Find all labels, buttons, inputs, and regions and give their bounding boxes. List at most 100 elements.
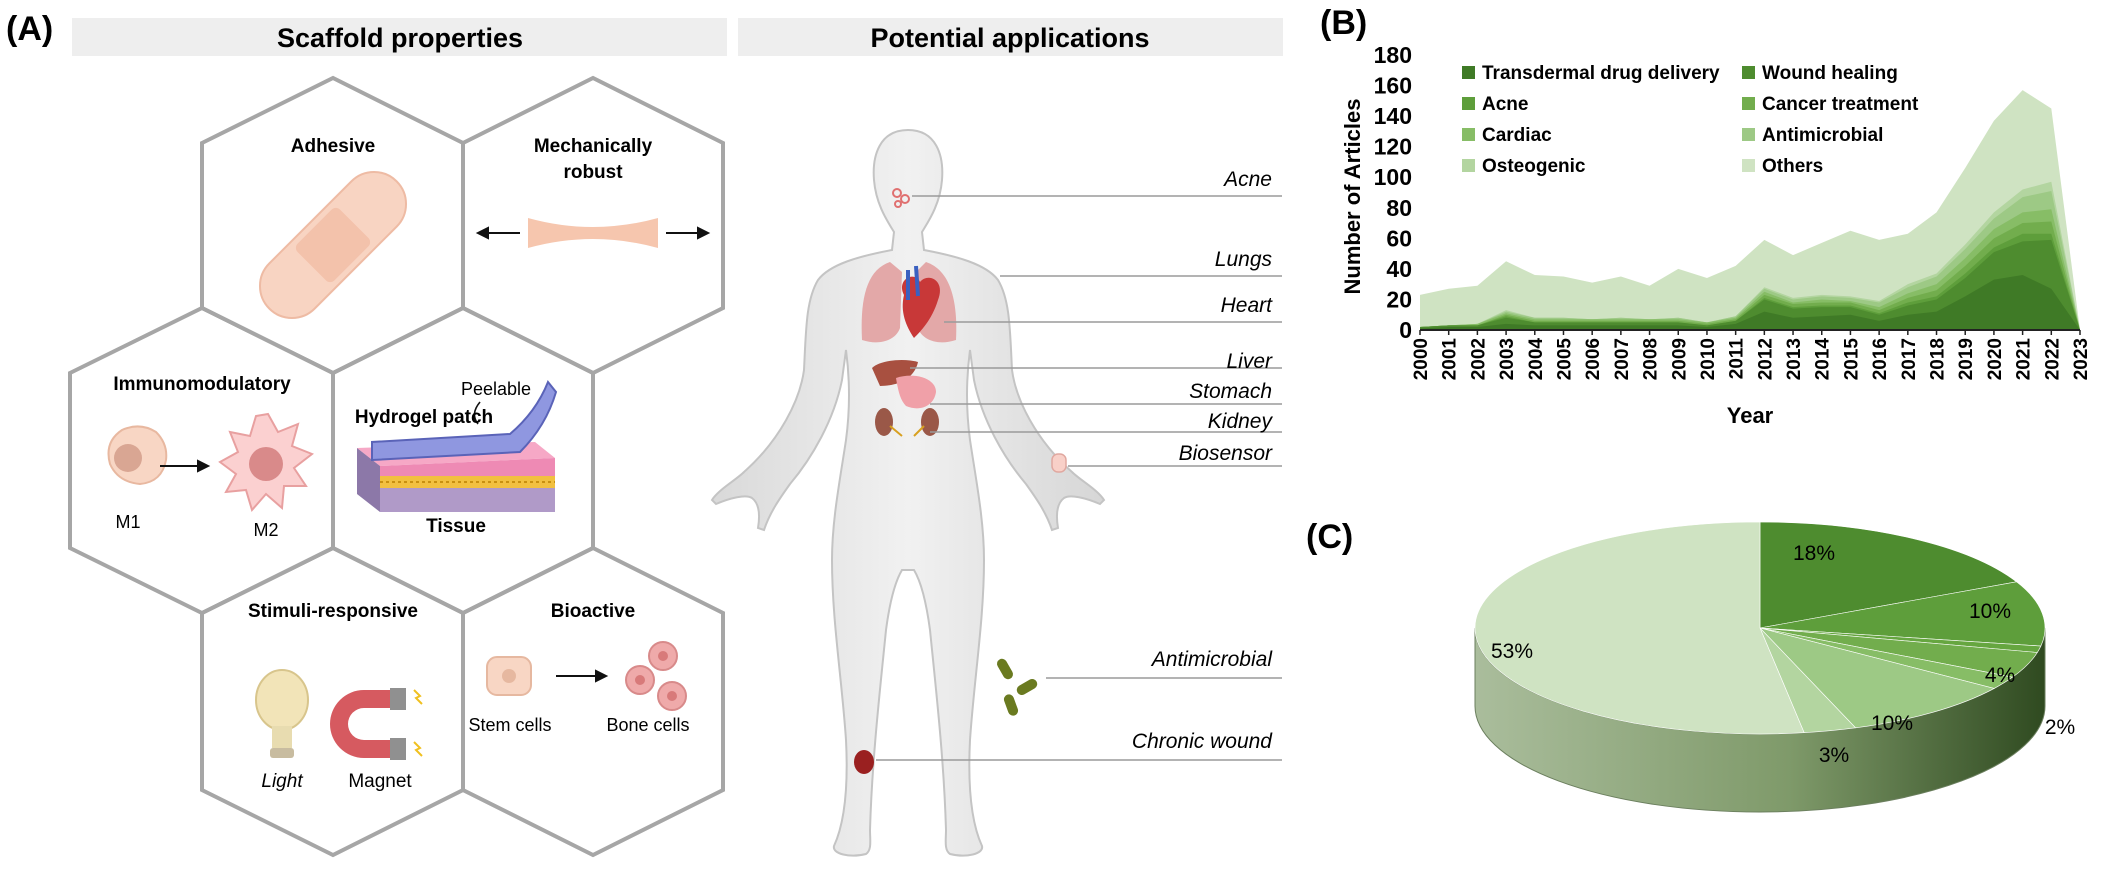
x-tick-label: 2004	[1526, 338, 1547, 381]
honeycomb-grid	[68, 75, 725, 858]
x-tick-label: 2010	[1698, 338, 1719, 380]
magnet-icon	[330, 688, 423, 760]
organ-illustrations	[854, 188, 1067, 774]
stimuli-responsive-title: Stimuli-responsive	[248, 601, 418, 622]
y-tick-label: 160	[1374, 73, 1412, 99]
x-tick-label: 2001	[1440, 338, 1461, 381]
x-tick-label: 2011	[1727, 338, 1748, 380]
m1-macrophage-icon	[107, 425, 168, 486]
mechanical-title-line1: Mechanically	[534, 136, 653, 157]
m2-macrophage-icon	[218, 412, 314, 513]
x-tick-label: 2006	[1583, 338, 1604, 380]
bioactive-title: Bioactive	[551, 601, 635, 622]
legend-swatch	[1742, 97, 1755, 110]
app-label-heart: Heart	[1221, 294, 1274, 317]
application-labels: Acne Lungs Heart Liver Stomach Kidney Bi…	[1132, 168, 1274, 753]
heart-icon	[901, 276, 941, 338]
y-tick-label: 20	[1386, 286, 1412, 312]
m2-label: M2	[253, 520, 278, 540]
header-scaffold-properties: Scaffold properties	[277, 23, 523, 53]
legend-swatch	[1462, 97, 1475, 110]
y-axis-title: Number of Articles	[1340, 98, 1365, 294]
header-potential-applications: Potential applications	[870, 23, 1149, 53]
legend-swatch	[1462, 159, 1475, 172]
liver-icon	[872, 360, 918, 386]
legend-label: Others	[1762, 156, 1823, 177]
tissue-label: Tissue	[426, 516, 486, 537]
pie-slice-label: 18%	[1793, 542, 1835, 565]
light-bulb-icon	[255, 669, 309, 758]
x-tick-label: 2015	[1841, 338, 1862, 381]
stretch-arrows-icon	[475, 226, 711, 240]
x-tick-label: 2009	[1669, 338, 1690, 380]
acne-spot-icon	[892, 188, 902, 198]
area-series-transdermal-drug-delivery	[1420, 275, 2080, 330]
app-label-antimicrobial: Antimicrobial	[1150, 648, 1274, 671]
peel-arrow-icon	[473, 401, 481, 425]
legend-swatch	[1742, 66, 1755, 79]
x-tick-label: 2012	[1755, 338, 1776, 380]
y-tick-label: 80	[1386, 195, 1412, 221]
panel-a: (A) Scaffold properties Potential applic…	[6, 10, 1283, 858]
pie-slice-label: 10%	[1969, 600, 2011, 623]
pie-slice	[1759, 627, 1995, 729]
pie-slice	[1474, 521, 1805, 735]
legend-label: Acne	[1482, 94, 1528, 115]
hex-stimuli	[200, 545, 465, 858]
y-tick-label: 100	[1374, 164, 1412, 190]
y-tick-label: 120	[1374, 134, 1412, 160]
x-tick-label: 2014	[1813, 338, 1834, 381]
x-tick-label: 2003	[1497, 338, 1518, 380]
hex-bioactive	[461, 545, 725, 858]
x-tick-label: 2008	[1641, 338, 1662, 380]
biosensor-patch-icon	[1051, 453, 1067, 473]
legend-swatch	[1462, 66, 1475, 79]
y-tick-label: 0	[1399, 317, 1412, 343]
immunomodulatory-title: Immunomodulatory	[113, 374, 291, 395]
area-series-others	[1420, 90, 2080, 330]
pie-slice-label: 53%	[1491, 640, 1533, 663]
x-tick-label: 2019	[1956, 338, 1977, 380]
lungs-icon	[861, 262, 902, 343]
y-tick-label: 60	[1386, 225, 1412, 251]
bone-cells-icon	[625, 641, 687, 711]
x-tick-label: 2002	[1468, 338, 1489, 380]
header-left-bar	[72, 18, 727, 56]
x-tick-label: 2022	[2042, 338, 2063, 380]
y-tick-label: 140	[1374, 103, 1412, 129]
pie-slice	[1759, 581, 2046, 647]
pie-slice-label: 3%	[1819, 744, 1849, 767]
app-label-kidney: Kidney	[1208, 410, 1274, 433]
differentiation-arrow-icon	[556, 669, 609, 683]
pie-chart: 18%10%4%2%10%3%53%	[1474, 521, 2075, 813]
x-tick-label: 2020	[1985, 338, 2006, 380]
kidney-icon	[875, 408, 893, 436]
panel-b-label: (B)	[1320, 4, 1367, 42]
bacteria-icon	[997, 658, 1038, 716]
bone-cells-label: Bone cells	[606, 715, 689, 735]
panel-a-label: (A)	[6, 10, 53, 48]
hydrogel-patch-title: Hydrogel patch	[355, 407, 493, 428]
x-tick-label: 2000	[1411, 338, 1432, 380]
human-body-icon	[710, 128, 1106, 857]
app-label-liver: Liver	[1226, 350, 1273, 373]
legend-label: Cardiac	[1482, 125, 1552, 146]
leader-lines	[876, 195, 1282, 761]
hydrogel-patch-icon	[371, 380, 558, 462]
pie-slice-label: 4%	[1985, 664, 2015, 687]
light-label: Light	[261, 771, 303, 792]
x-tick-label: 2013	[1784, 338, 1805, 380]
area-chart-series	[1420, 90, 2080, 330]
legend-label: Osteogenic	[1482, 156, 1586, 177]
chronic-wound-icon	[854, 750, 874, 774]
adhesive-title: Adhesive	[291, 136, 375, 157]
stem-cells-label: Stem cells	[468, 715, 551, 735]
stretched-band-icon	[528, 218, 658, 248]
mechanical-title-line2: robust	[563, 162, 623, 183]
legend-swatch	[1742, 159, 1755, 172]
